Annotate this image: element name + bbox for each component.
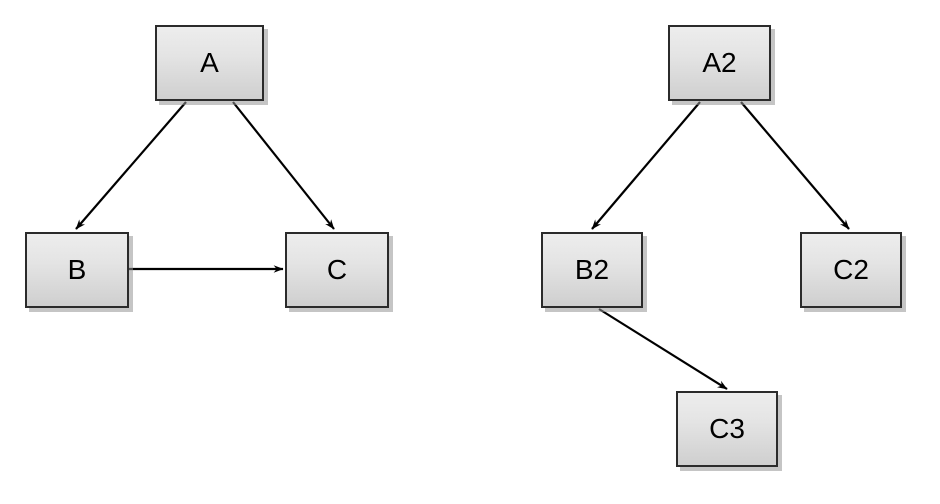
edge-a-to-c — [232, 101, 335, 230]
node-label-a2: A2 — [702, 47, 737, 78]
edge-a2-to-c2 — [740, 101, 850, 230]
node-c2[interactable]: C2 — [800, 232, 902, 308]
node-label-c2: C2 — [833, 254, 869, 285]
edge-a2-to-b2 — [591, 101, 701, 230]
node-c3[interactable]: C3 — [676, 391, 778, 467]
node-a2[interactable]: A2 — [668, 25, 771, 101]
node-label-c: C — [326, 254, 348, 285]
node-c[interactable]: C — [285, 232, 389, 308]
node-label-b: B — [67, 254, 87, 285]
node-b2[interactable]: B2 — [541, 232, 643, 308]
node-label-b2: B2 — [574, 254, 610, 285]
node-label-a: A — [200, 47, 219, 78]
edge-b2-to-c3 — [598, 308, 728, 390]
node-label-c3: C3 — [709, 413, 745, 444]
edge-a-to-b — [75, 101, 187, 230]
node-b[interactable]: B — [25, 232, 129, 308]
edges-group — [75, 101, 850, 390]
node-a[interactable]: A — [155, 25, 264, 101]
